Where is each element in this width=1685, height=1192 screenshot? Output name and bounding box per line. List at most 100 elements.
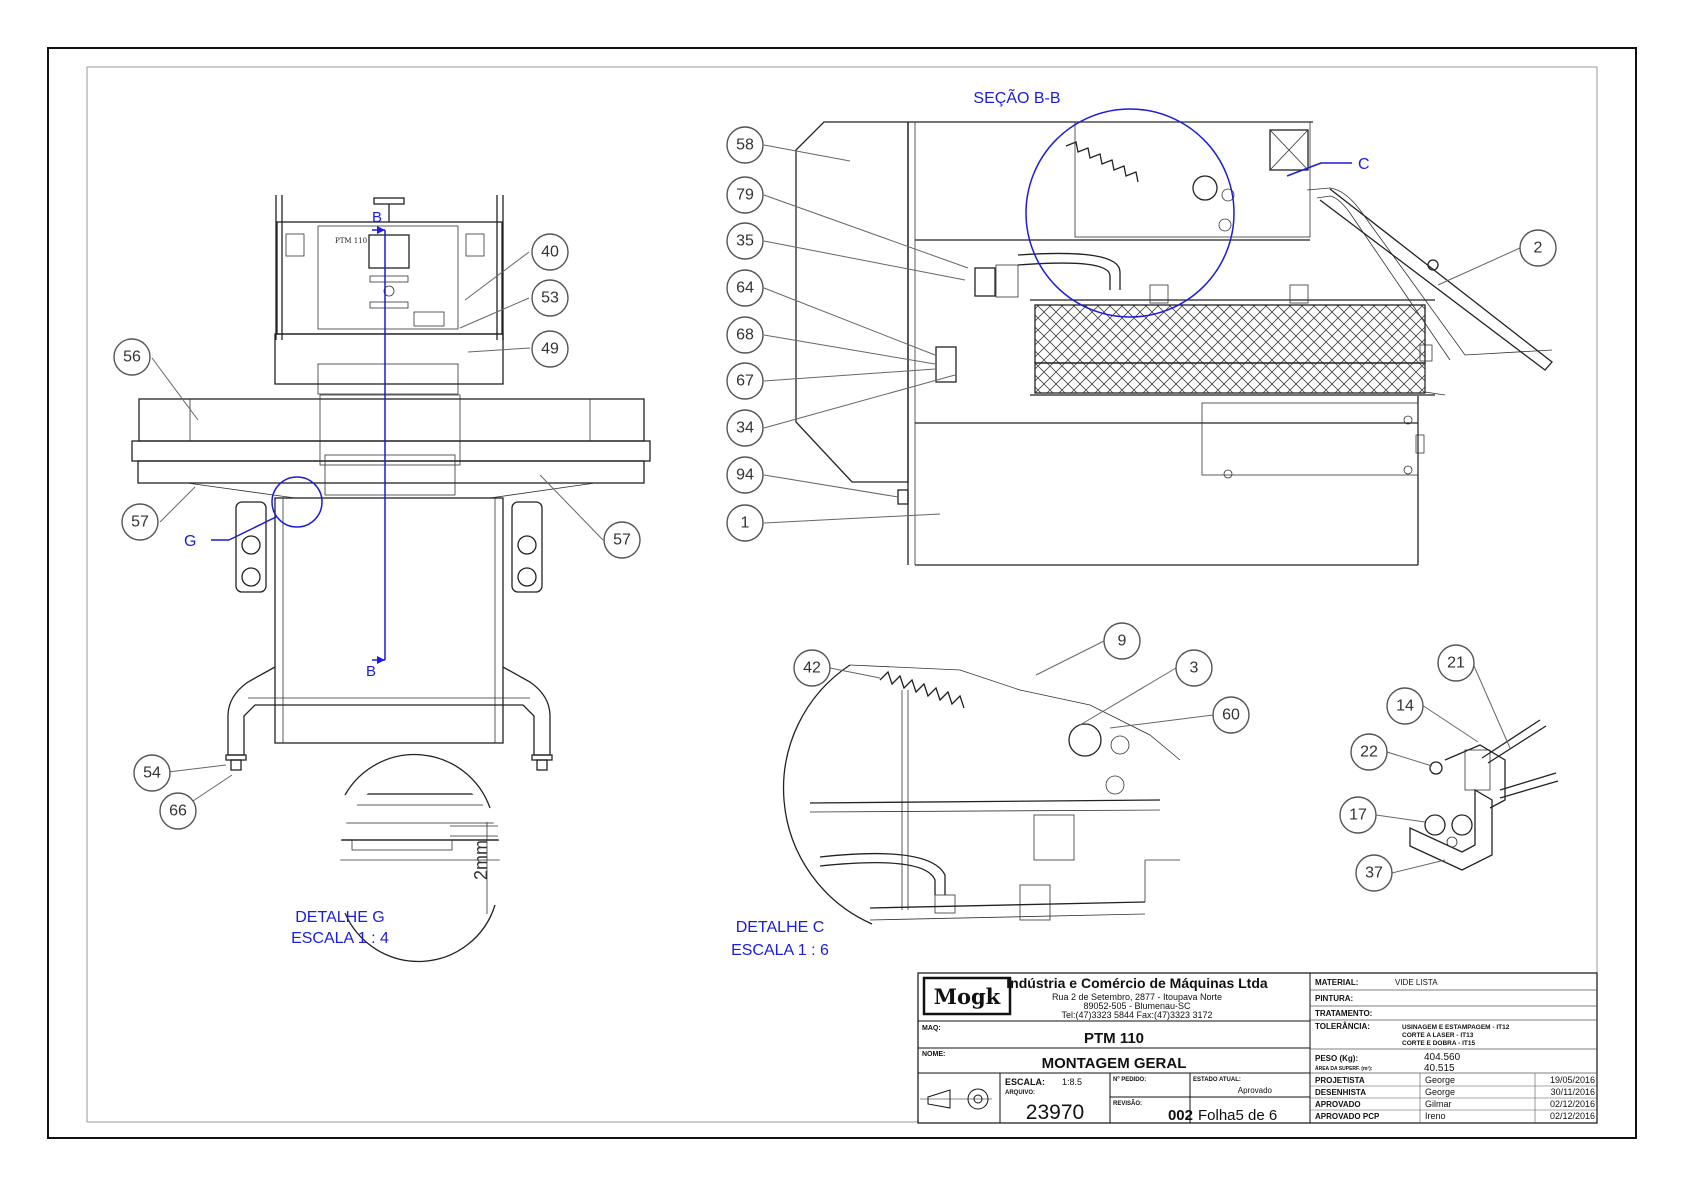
balloon-49: 49 bbox=[531, 330, 569, 368]
section-bb-view bbox=[795, 121, 1553, 566]
folha-value: Folha5 de 6 bbox=[1198, 1107, 1277, 1124]
svg-text:35: 35 bbox=[736, 233, 754, 250]
svg-text:2: 2 bbox=[1534, 240, 1543, 257]
tolerancia-label: TOLERÂNCIA: bbox=[1315, 1022, 1370, 1031]
svg-text:17: 17 bbox=[1349, 807, 1367, 824]
company-address-2: 89052-505 - Blumenau-SC bbox=[1083, 1001, 1191, 1011]
detail-c-balloons: 42 9 3 60 bbox=[793, 622, 1250, 734]
svg-text:9: 9 bbox=[1118, 633, 1127, 650]
area-label: ÁREA DA SUPERF. (m²): bbox=[1315, 1065, 1373, 1072]
svg-text:34: 34 bbox=[736, 420, 754, 437]
approval-date-1: 19/05/2016 bbox=[1550, 1075, 1595, 1085]
arquivo-value: 23970 bbox=[1026, 1101, 1084, 1124]
detail-g-view: 2mm DETALHE G ESCALA 1 : 4 bbox=[291, 753, 500, 963]
balloon-66: 66 bbox=[159, 792, 197, 830]
approval-date-2: 30/11/2016 bbox=[1551, 1087, 1595, 1097]
approval-name-2: George bbox=[1425, 1087, 1455, 1097]
svg-text:56: 56 bbox=[123, 349, 141, 366]
company-name: Indústria e Comércio de Máquinas Ltda bbox=[1006, 975, 1268, 991]
section-mark-top: B bbox=[372, 209, 382, 226]
title-block: Mogk Indústria e Comércio de Máquinas Lt… bbox=[917, 972, 1598, 1124]
balloon-14: 14 bbox=[1386, 687, 1424, 725]
nome-label: NOME: bbox=[922, 1051, 945, 1058]
detail-c-view: DETALHE C ESCALA 1 : 6 bbox=[731, 664, 1181, 959]
svg-text:68: 68 bbox=[736, 327, 754, 344]
approval-role-4: APROVADO PCP bbox=[1315, 1112, 1380, 1121]
section-balloons: 58 79 35 64 68 67 34 94 1 2 bbox=[726, 126, 1557, 542]
peso-label: PESO (Kg): bbox=[1315, 1054, 1358, 1063]
approval-name-4: Ireno bbox=[1425, 1111, 1446, 1121]
svg-text:42: 42 bbox=[803, 660, 821, 677]
section-line-bb: B B bbox=[366, 209, 386, 680]
detail-c-mark: C bbox=[1358, 156, 1370, 173]
balloon-68: 68 bbox=[726, 316, 764, 354]
balloon-1: 1 bbox=[726, 504, 764, 542]
front-view: PTM 110 bbox=[131, 195, 651, 771]
tolerancia-value-1: USINAGEM E ESTAMPAGEM - IT12 bbox=[1402, 1024, 1510, 1031]
maq-value: PTM 110 bbox=[1084, 1030, 1144, 1047]
svg-text:57: 57 bbox=[613, 532, 631, 549]
svg-text:40: 40 bbox=[541, 244, 559, 261]
svg-text:21: 21 bbox=[1447, 655, 1465, 672]
balloon-53: 53 bbox=[531, 279, 569, 317]
tolerancia-value-3: CORTE E DOBRA - IT15 bbox=[1402, 1040, 1475, 1047]
tratamento-label: TRATAMENTO: bbox=[1315, 1009, 1372, 1018]
svg-text:64: 64 bbox=[736, 280, 754, 297]
detail-c-scale: ESCALA 1 : 6 bbox=[731, 942, 829, 959]
material-value: VIDE LISTA bbox=[1395, 978, 1438, 987]
svg-text:54: 54 bbox=[143, 765, 161, 782]
approval-name-3: Gilmar bbox=[1425, 1099, 1452, 1109]
balloon-54: 54 bbox=[133, 754, 171, 792]
detail-c-title: DETALHE C bbox=[736, 919, 825, 936]
detail-g-scale: ESCALA 1 : 4 bbox=[291, 930, 389, 947]
balloon-94: 94 bbox=[726, 456, 764, 494]
svg-text:3: 3 bbox=[1190, 660, 1199, 677]
revisao-label: REVISÃO: bbox=[1113, 1100, 1142, 1107]
outer-border bbox=[47, 47, 1637, 1139]
balloon-17: 17 bbox=[1339, 796, 1377, 834]
balloon-22: 22 bbox=[1350, 733, 1388, 771]
company-logo: Mogk bbox=[934, 984, 1001, 1009]
maq-label: MAQ: bbox=[922, 1025, 941, 1032]
svg-text:79: 79 bbox=[736, 187, 754, 204]
panel-label: PTM 110 bbox=[335, 237, 367, 245]
approval-role-2: DESENHISTA bbox=[1315, 1088, 1366, 1097]
assembly-balloons: 21 14 22 17 37 bbox=[1339, 644, 1511, 892]
svg-text:37: 37 bbox=[1365, 865, 1383, 882]
nome-value: MONTAGEM GERAL bbox=[1042, 1055, 1187, 1072]
revisao-value: 002 bbox=[1168, 1107, 1193, 1124]
svg-text:66: 66 bbox=[169, 803, 187, 820]
svg-text:57: 57 bbox=[131, 514, 149, 531]
material-label: MATERIAL: bbox=[1315, 978, 1358, 987]
balloon-21: 21 bbox=[1437, 644, 1475, 682]
area-value: 40.515 bbox=[1424, 1063, 1455, 1074]
tolerancia-value-2: CORTE A LASER - IT13 bbox=[1402, 1032, 1474, 1039]
svg-text:67: 67 bbox=[736, 373, 754, 390]
approval-date-3: 02/12/2016 bbox=[1550, 1099, 1595, 1109]
approval-date-4: 02/12/2016 bbox=[1550, 1111, 1595, 1121]
svg-text:1: 1 bbox=[741, 515, 750, 532]
balloon-79: 79 bbox=[726, 176, 764, 214]
peso-value: 404.560 bbox=[1424, 1052, 1461, 1063]
balloon-3: 3 bbox=[1175, 649, 1213, 687]
svg-text:14: 14 bbox=[1396, 698, 1414, 715]
estado-label: ESTADO ATUAL: bbox=[1193, 1077, 1241, 1083]
detail-g-dimension: 2mm bbox=[471, 840, 491, 880]
bracket-assembly bbox=[1409, 719, 1559, 871]
front-balloons: 40 53 49 56 57 57 54 66 bbox=[113, 233, 641, 830]
projection-symbol-icon bbox=[920, 1088, 992, 1110]
detail-g-mark: G bbox=[184, 533, 196, 550]
balloon-60: 60 bbox=[1212, 696, 1250, 734]
escala-label: ESCALA: bbox=[1005, 1077, 1045, 1087]
estado-value: Aprovado bbox=[1238, 1086, 1273, 1095]
approval-role-1: PROJETISTA bbox=[1315, 1076, 1365, 1085]
balloon-40: 40 bbox=[531, 233, 569, 271]
balloon-57-left: 57 bbox=[121, 503, 159, 541]
detail-c-marker: C bbox=[1025, 108, 1370, 318]
svg-text:60: 60 bbox=[1222, 707, 1240, 724]
approval-name-1: George bbox=[1425, 1075, 1455, 1085]
inner-border bbox=[86, 66, 1598, 1123]
svg-text:94: 94 bbox=[736, 467, 754, 484]
balloon-37: 37 bbox=[1355, 854, 1393, 892]
